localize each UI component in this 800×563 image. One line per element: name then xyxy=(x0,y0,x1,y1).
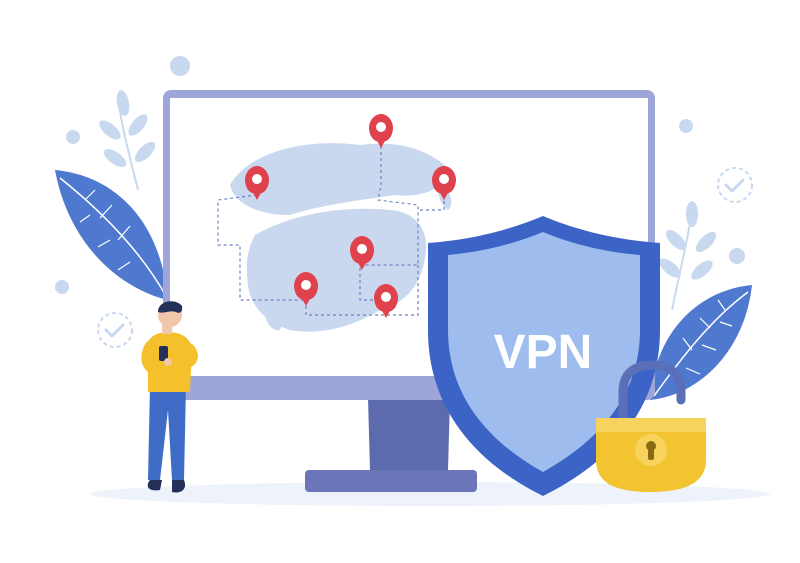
leaf-icon xyxy=(659,201,717,311)
decorative-dots xyxy=(55,56,745,294)
monitor-stand-neck xyxy=(368,398,450,470)
leaf-icon xyxy=(99,90,156,191)
leaf-icon xyxy=(55,170,168,300)
leaf-icon xyxy=(650,285,752,400)
ground-shadow xyxy=(90,482,770,506)
smartphone-icon xyxy=(159,346,168,361)
check-circle-icon xyxy=(97,312,133,348)
monitor-stand-base xyxy=(305,470,477,492)
vpn-label: VPN xyxy=(494,326,593,379)
person xyxy=(141,301,198,493)
padlock-icon xyxy=(596,360,706,492)
check-circle-icon xyxy=(717,167,753,203)
